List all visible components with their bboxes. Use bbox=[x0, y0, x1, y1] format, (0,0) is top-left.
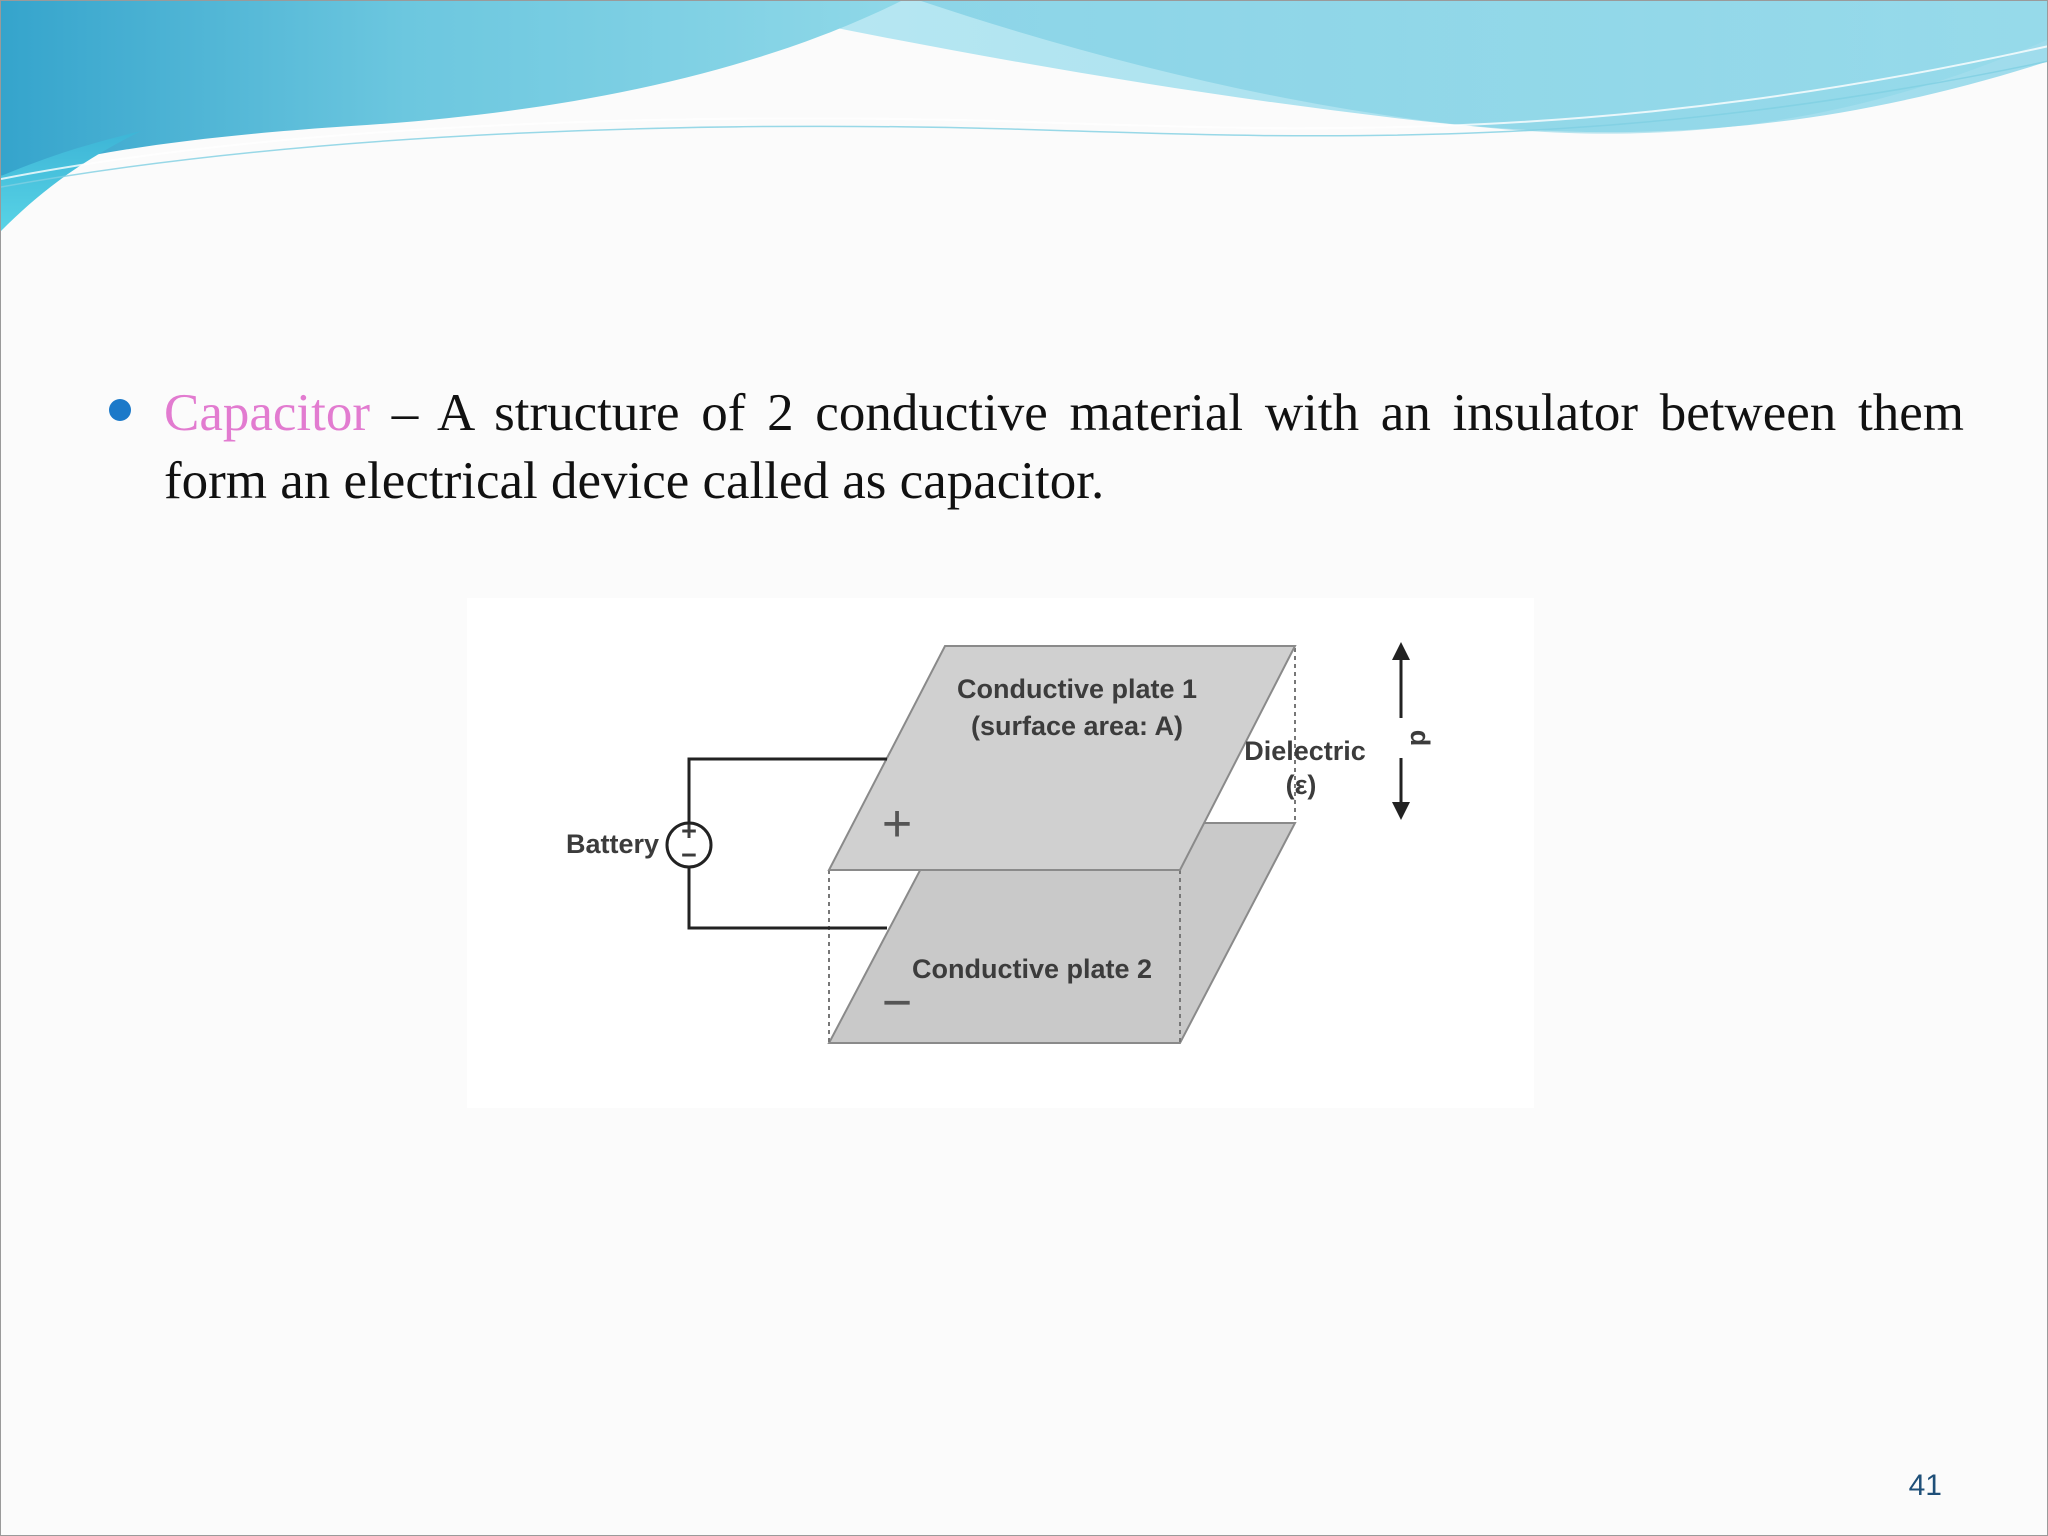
dielectric-label-line1: Dielectric bbox=[1244, 736, 1366, 766]
term-definition: – A structure of 2 conductive material w… bbox=[164, 384, 1964, 510]
bullet-dot-icon bbox=[109, 399, 131, 421]
page-number: 41 bbox=[1908, 1469, 1942, 1502]
plate-minus-sign: − bbox=[882, 974, 912, 1032]
capacitor-diagram: + − Battery Conductive plate 1 (surface … bbox=[467, 598, 1534, 1108]
bullet-text: Capacitor – A structure of 2 conductive … bbox=[164, 379, 1964, 515]
battery-label: Battery bbox=[566, 829, 659, 859]
plate-1-label-line2: (surface area: A) bbox=[971, 711, 1183, 741]
plate-plus-sign: + bbox=[882, 795, 912, 853]
capacitor-diagram-svg: + − Battery Conductive plate 1 (surface … bbox=[566, 642, 1435, 1044]
distance-arrow bbox=[1392, 642, 1410, 820]
plate-2-label: Conductive plate 2 bbox=[912, 954, 1152, 984]
plate-1-label-line1: Conductive plate 1 bbox=[957, 674, 1197, 704]
bullet-item: Capacitor – A structure of 2 conductive … bbox=[109, 379, 1964, 515]
conductive-plate-1 bbox=[827, 645, 1297, 871]
dielectric-label-line2: (ε) bbox=[1286, 770, 1317, 800]
battery-plus: + bbox=[681, 816, 697, 846]
conductive-plate-2 bbox=[827, 822, 1297, 1044]
battery-minus: − bbox=[681, 840, 697, 870]
header-wave-decoration bbox=[1, 1, 2047, 231]
term-capacitor: Capacitor bbox=[164, 384, 371, 442]
battery-symbol bbox=[665, 821, 713, 869]
distance-label: d bbox=[1405, 730, 1435, 747]
